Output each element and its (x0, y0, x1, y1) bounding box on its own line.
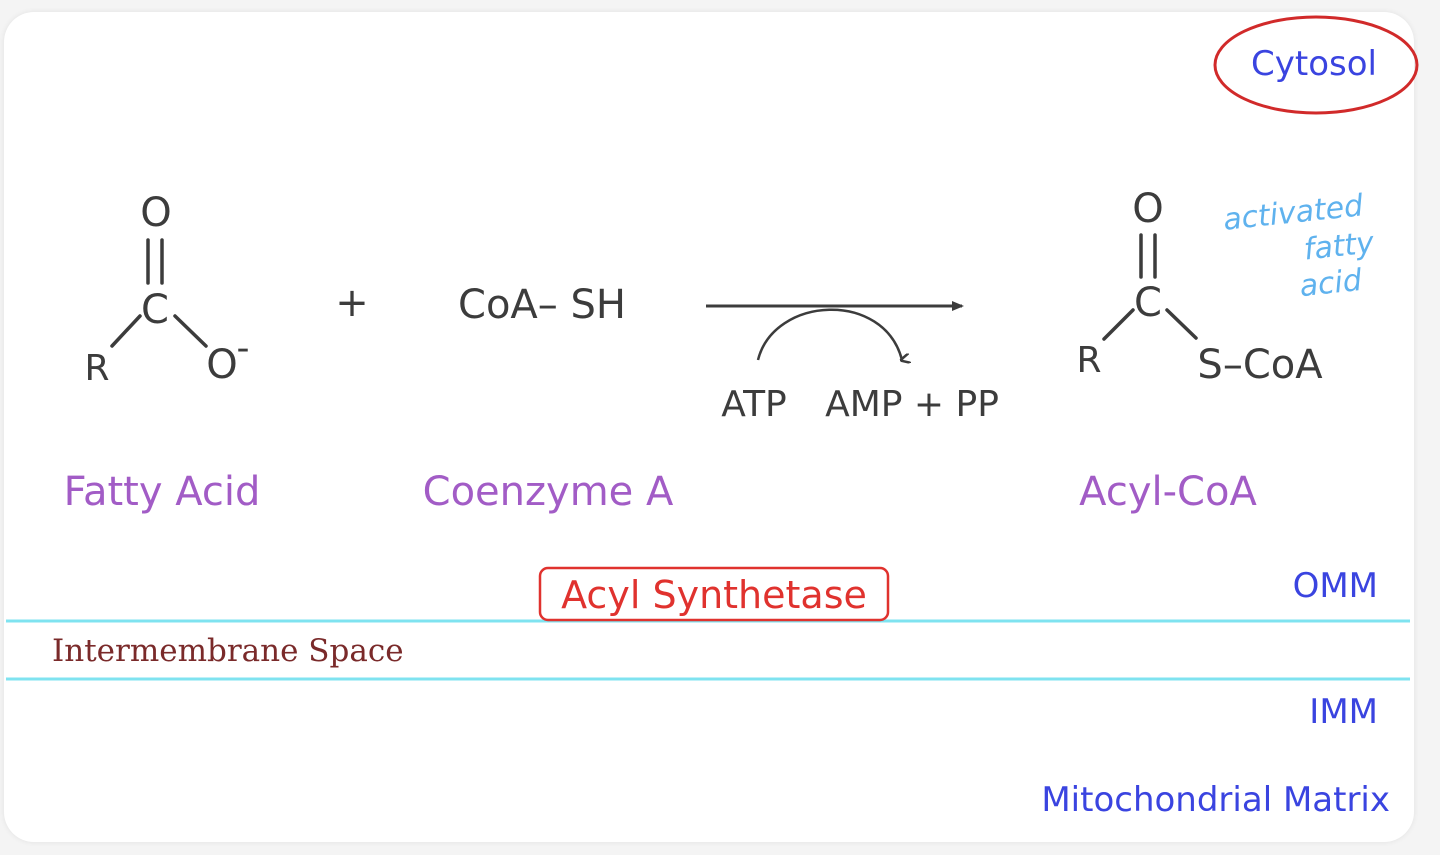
cytosol-label: Cytosol (1251, 44, 1377, 84)
note-line-3: acid (1298, 263, 1365, 304)
plus-sign: + (335, 280, 369, 326)
enzyme-label: Acyl Synthetase (561, 573, 867, 617)
omm-label: OMM (1293, 566, 1378, 606)
enzyme-box (538, 566, 890, 622)
acyl-coa-o-top: O (1132, 186, 1163, 232)
acyl-coa-structure: O C R S–CoA (1076, 186, 1323, 388)
reaction-arrow (706, 301, 964, 360)
fatty-acid-name: Fatty Acid (64, 469, 261, 515)
note-line-2: fatty (1302, 225, 1377, 267)
coa-sh-formula: CoA– SH (458, 282, 626, 328)
amp-pp-label: AMP + PP (825, 384, 999, 425)
diagram-card (4, 12, 1414, 842)
acyl-coa-r: R (1076, 340, 1101, 381)
acyl-coa-s-coa: S–CoA (1197, 342, 1323, 388)
acyl-coa-c: C (1134, 280, 1162, 326)
imm-label: IMM (1309, 692, 1378, 732)
acyl-coa-name: Acyl-CoA (1079, 469, 1257, 515)
intermembrane-space-label: Intermembrane Space (52, 633, 404, 669)
fatty-acid-charge: - (237, 328, 250, 369)
atp-label: ATP (721, 384, 787, 425)
cytosol-highlight-ellipse (1213, 15, 1419, 115)
handwritten-note: activated fatty acid (1222, 188, 1377, 304)
mitochondrial-matrix-label: Mitochondrial Matrix (1041, 780, 1390, 820)
fatty-acid-o-top: O (140, 190, 171, 236)
coenzyme-a-name: Coenzyme A (423, 469, 674, 515)
fatty-acid-r: R (84, 348, 109, 389)
fatty-acid-o-minus: O (206, 342, 237, 388)
fatty-acid-c: C (141, 287, 169, 333)
fatty-acid-structure: O C R O - (84, 190, 249, 389)
